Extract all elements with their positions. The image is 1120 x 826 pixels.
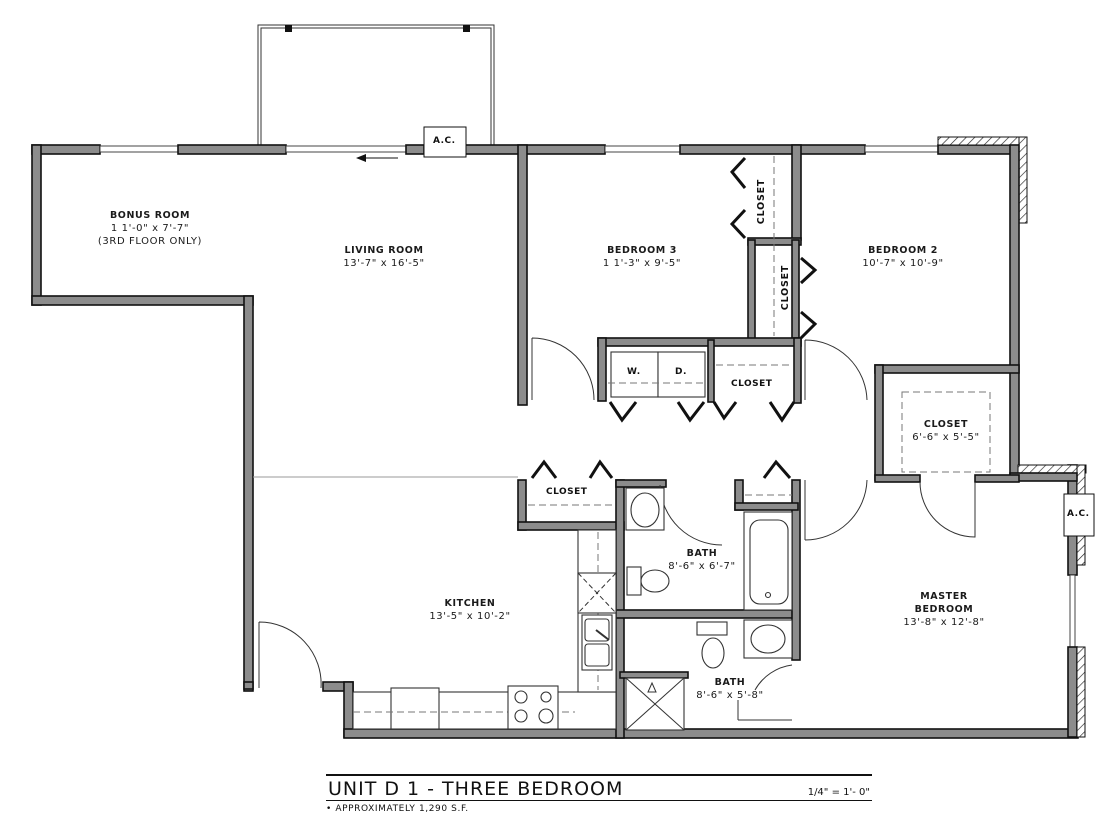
room-dimensions: 13'-8" x 12'-8" xyxy=(903,617,985,628)
ac-label-top: A.C. xyxy=(433,136,456,146)
bath1-fixtures xyxy=(625,487,793,611)
closet-label-kitchen: CLOSET xyxy=(546,487,588,497)
room-name-line2: BEDROOM xyxy=(914,604,974,615)
room-dimensions: 6'-6" x 5'-5" xyxy=(912,432,980,443)
closet-label-bedroom2: CLOSET xyxy=(780,264,792,311)
sliding-door-arrow xyxy=(356,154,398,162)
room-dimensions: 1 1'-3" x 9'-5" xyxy=(602,258,682,269)
room-name: KITCHEN xyxy=(444,598,496,609)
closet-label-hall: CLOSET xyxy=(731,379,773,389)
room-label-master: MASTER BEDROOM 13'-8" x 12'-8" xyxy=(903,590,984,629)
room-label-bonus: BONUS ROOM 1 1'-0" x 7'-7" (3RD FLOOR ON… xyxy=(98,209,202,248)
washer-dryer xyxy=(608,351,706,398)
drawing-scale: 1/4" = 1'- 0" xyxy=(807,787,870,798)
room-note: (3RD FLOOR ONLY) xyxy=(97,236,203,247)
room-label-kitchen: KITCHEN 13'-5" x 10'-2" xyxy=(429,597,510,623)
ac-unit-top xyxy=(423,126,467,158)
dryer-label: D. xyxy=(675,367,687,377)
kitchen-counters xyxy=(352,529,617,730)
square-footage-note: • APPROXIMATELY 1,290 S.F. xyxy=(326,804,469,814)
balcony-post xyxy=(285,25,292,32)
exterior-walls xyxy=(31,136,1087,739)
closet-label-bedroom3: CLOSET xyxy=(756,178,768,225)
room-name: BONUS ROOM xyxy=(109,210,191,221)
room-dimensions: 13'-5" x 10'-2" xyxy=(429,611,511,622)
unit-title: UNIT D 1 - THREE BEDROOM xyxy=(328,778,624,800)
room-label-bedroom2: BEDROOM 2 10'-7" x 10'-9" xyxy=(862,244,943,270)
bath2-fixtures xyxy=(625,619,793,731)
room-dimensions: 8'-6" x 6'-7" xyxy=(668,561,736,572)
room-name: LIVING ROOM xyxy=(344,245,424,256)
room-label-master-closet: CLOSET 6'-6" x 5'-5" xyxy=(912,418,979,444)
room-name: MASTER xyxy=(920,591,968,602)
room-dimensions: 8'-6" x 5'-8" xyxy=(696,690,764,701)
room-name: BEDROOM 3 xyxy=(607,245,677,256)
room-dimensions: 1 1'-0" x 7'-7" xyxy=(110,223,190,234)
ac-unit-right xyxy=(1063,493,1095,537)
room-label-bath1: BATH 8'-6" x 6'-7" xyxy=(668,547,735,573)
title-block: UNIT D 1 - THREE BEDROOM 1/4" = 1'- 0" •… xyxy=(326,774,872,814)
room-label-living: LIVING ROOM 13'-7" x 16'-5" xyxy=(343,244,424,270)
balcony-post xyxy=(463,25,470,32)
bifold-doors xyxy=(530,156,818,479)
room-label-bath2: BATH 8'-6" x 5'-8" xyxy=(696,676,763,702)
room-name: BATH xyxy=(714,677,746,688)
room-dimensions: 10'-7" x 10'-9" xyxy=(862,258,944,269)
room-dimensions: 13'-7" x 16'-5" xyxy=(343,258,425,269)
closet-shelves xyxy=(528,156,991,506)
room-name: BATH xyxy=(686,548,718,559)
room-label-bedroom3: BEDROOM 3 1 1'-3" x 9'-5" xyxy=(603,244,681,270)
room-name: BEDROOM 2 xyxy=(868,245,938,256)
room-name: CLOSET xyxy=(923,419,969,430)
washer-label: W. xyxy=(627,367,641,377)
door-swings xyxy=(258,337,976,721)
ac-label-right: A.C. xyxy=(1067,509,1090,519)
